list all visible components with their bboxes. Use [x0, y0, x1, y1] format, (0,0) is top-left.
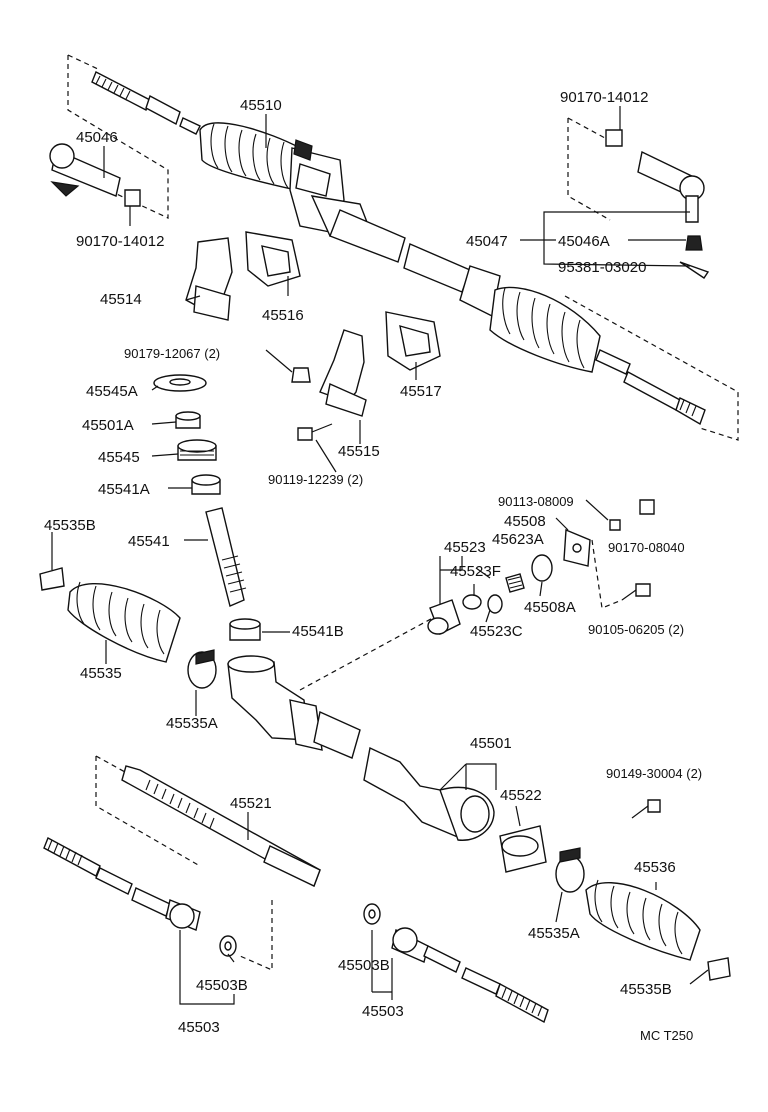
- bushing-45516: [245, 231, 301, 287]
- label-45503B-left: 45503B: [196, 977, 248, 994]
- label-45508: 45508: [504, 513, 546, 530]
- pinion-shaft: [205, 507, 261, 641]
- bracket-45515: [319, 329, 367, 417]
- label-45501: 45501: [470, 735, 512, 752]
- sleeve-45522: [499, 825, 547, 873]
- label-45503-left: 45503: [178, 1019, 220, 1036]
- lower-right-boot: [555, 799, 731, 981]
- upper-left-boot: [199, 122, 301, 191]
- lower-right-inner-rod: [363, 903, 549, 1024]
- label-45517: 45517: [400, 383, 442, 400]
- upper-rack-tube: [329, 209, 501, 318]
- label-45510: 45510: [240, 97, 282, 114]
- label-90170-08040: 90170-08040: [608, 540, 685, 555]
- upper-right-boot: [489, 286, 601, 373]
- label-45522: 45522: [500, 787, 542, 804]
- part-labels: 45510 45046 90170-14012 90170-14012 4504…: [44, 89, 702, 1043]
- upper-rack-assembly: [67, 54, 739, 441]
- right-tie-rod-end: [605, 129, 710, 279]
- label-45514: 45514: [100, 291, 142, 308]
- label-45515: 45515: [338, 443, 380, 460]
- label-95381-03020: 95381-03020: [558, 259, 646, 276]
- label-45521: 45521: [230, 795, 272, 812]
- label-90113-08009: 90113-08009: [498, 494, 574, 509]
- label-45046A: 45046A: [558, 233, 610, 250]
- label-90170-14012-right: 90170-14012: [560, 89, 648, 106]
- label-45535: 45535: [80, 665, 122, 682]
- bracket-45514: [185, 237, 233, 321]
- label-90179-12067: 90179-12067 (2): [124, 346, 220, 361]
- bolt-90179: [291, 367, 311, 383]
- lower-left-boot: [39, 567, 217, 689]
- bushing-45517: [385, 311, 441, 371]
- label-45523C: 45523C: [470, 623, 523, 640]
- label-45545A: 45545A: [86, 383, 138, 400]
- label-90119-12239: 90119-12239 (2): [268, 472, 363, 487]
- label-45047: 45047: [466, 233, 508, 250]
- label-90105-06205: 90105-06205 (2): [588, 622, 684, 637]
- pinion-parts: [153, 374, 221, 495]
- label-45508A: 45508A: [524, 599, 576, 616]
- label-45501A: 45501A: [82, 417, 134, 434]
- label-45623A: 45623A: [492, 531, 544, 548]
- label-90170-14012-left: 90170-14012: [76, 233, 164, 250]
- adjuster-parts: [427, 499, 655, 635]
- label-45541A: 45541A: [98, 481, 150, 498]
- label-45536: 45536: [634, 859, 676, 876]
- diagram-code: MC T250: [640, 1028, 693, 1043]
- bolt-90119: [297, 423, 333, 441]
- upper-left-tie-rod: [91, 71, 201, 135]
- lower-left-inner-rod: [43, 837, 237, 957]
- label-45541: 45541: [128, 533, 170, 550]
- rack-bar: [95, 755, 321, 971]
- lower-housing: [227, 655, 495, 841]
- label-45541B: 45541B: [292, 623, 344, 640]
- label-45535B-bottom: 45535B: [620, 981, 672, 998]
- label-90149-30004: 90149-30004 (2): [606, 766, 702, 781]
- label-45516: 45516: [262, 307, 304, 324]
- label-45535A-left: 45535A: [166, 715, 218, 732]
- label-45545: 45545: [98, 449, 140, 466]
- label-45523: 45523: [444, 539, 486, 556]
- label-45503B-right: 45503B: [338, 957, 390, 974]
- label-45535B-top: 45535B: [44, 517, 96, 534]
- leader-lines: [51, 106, 709, 1005]
- upper-right-rod: [595, 349, 706, 426]
- label-45535A-right: 45535A: [528, 925, 580, 942]
- label-45523F: 45523F: [450, 563, 501, 580]
- label-45046: 45046: [76, 129, 118, 146]
- label-45503-right: 45503: [362, 1003, 404, 1020]
- left-tie-rod-end: [49, 143, 141, 207]
